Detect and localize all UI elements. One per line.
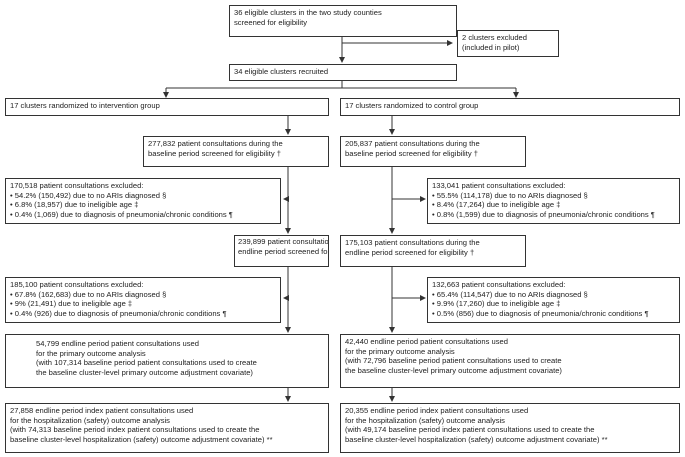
ctl-baseline-excluded-line-4: • 0.8% (1,599) due to diagnosis of pneum… xyxy=(432,209,655,219)
eligible-line-1: 36 eligible clusters in the two study co… xyxy=(234,8,382,17)
int-baseline-excluded-line-3: • 6.8% (18,957) due to ineligible age ‡ xyxy=(10,200,139,210)
ctl-primary-line-4: the baseline cluster-level primary outco… xyxy=(345,365,562,375)
control-randomized-line: 17 clusters randomized to control group xyxy=(345,101,479,110)
excluded-pilot-box: 2 clusters excluded (included in pilot) xyxy=(457,30,559,57)
excluded-pilot-line-1: 2 clusters excluded xyxy=(462,33,528,42)
ctl-primary-line-1: 42,440 endline period patient consultati… xyxy=(345,337,508,346)
int-safety-line-2: for the hospitalization (safety) outcome… xyxy=(10,415,170,425)
ctl-baseline-excluded-line-1: 133,041 patient consultations excluded: xyxy=(432,181,566,190)
ctl-endline-excluded-line-1: 132,663 patient consultations excluded: xyxy=(432,280,566,289)
ctl-baseline-excluded-line-2: • 55.5% (114,178) due to no ARIs diagnos… xyxy=(432,190,588,200)
ctl-baseline-excluded-line-3: • 8.4% (17,264) due to ineligible age ‡ xyxy=(432,200,561,210)
ctl-primary-line-2: for the primary outcome analysis xyxy=(345,346,455,356)
int-baseline-excluded-line-2: • 54.2% (150,492) due to no ARIs diagnos… xyxy=(10,190,167,200)
intervention-randomized-line: 17 clusters randomized to intervention g… xyxy=(10,101,160,110)
recruited-clusters-box: 34 eligible clusters recruited xyxy=(229,64,457,81)
control-baseline-excluded-box: 133,041 patient consultations excluded: … xyxy=(427,178,680,224)
ctl-endline-excluded-line-2: • 65.4% (114,547) due to no ARIs diagnos… xyxy=(432,289,588,299)
intervention-baseline-excluded-box: 170,518 patient consultations excluded: … xyxy=(5,178,281,224)
int-baseline-excluded-line-4: • 0.4% (1,069) due to diagnosis of pneum… xyxy=(10,209,233,219)
int-baseline-screened-line-1: 277,832 patient consultations during the xyxy=(148,139,283,148)
eligible-line-2: screened for eligibility xyxy=(234,17,308,27)
int-safety-line-4: baseline cluster-level hospitalization (… xyxy=(10,434,273,444)
intervention-baseline-screened-box: 277,832 patient consultations during the… xyxy=(143,136,329,167)
int-primary-line-3: (with 107,314 baseline period patient co… xyxy=(36,358,257,368)
int-endline-excluded-line-4: • 0.4% (926) due to diagnosis of pneumon… xyxy=(10,308,227,318)
int-endline-screened-line-1: 239,899 patient consultations during the xyxy=(238,237,329,246)
int-baseline-screened-line-2: baseline period screened for eligibility… xyxy=(148,148,281,158)
ctl-endline-excluded-line-3: • 9.9% (17,260) due to ineligible age ‡ xyxy=(432,299,561,309)
ctl-safety-line-3: (with 49,174 baseline period index patie… xyxy=(345,425,595,435)
intervention-safety-outcome-box: 27,858 endline period index patient cons… xyxy=(5,403,329,453)
control-safety-outcome-box: 20,355 endline period index patient cons… xyxy=(340,403,680,453)
intervention-primary-outcome-box: 54,799 endline period patient consultati… xyxy=(5,334,329,388)
ctl-safety-line-1: 20,355 endline period index patient cons… xyxy=(345,406,529,415)
int-primary-line-2: for the primary outcome analysis xyxy=(36,348,146,358)
ctl-safety-line-2: for the hospitalization (safety) outcome… xyxy=(345,415,505,425)
eligible-clusters-box: 36 eligible clusters in the two study co… xyxy=(229,5,457,37)
ctl-endline-screened-line-2: endline period screened for eligibility … xyxy=(345,247,475,257)
control-baseline-screened-box: 205,837 patient consultations during the… xyxy=(340,136,526,167)
control-randomized-box: 17 clusters randomized to control group xyxy=(340,98,680,116)
intervention-endline-excluded-box: 185,100 patient consultations excluded: … xyxy=(5,277,281,323)
int-baseline-excluded-line-1: 170,518 patient consultations excluded: xyxy=(10,181,144,190)
ctl-baseline-screened-line-1: 205,837 patient consultations during the xyxy=(345,139,480,148)
control-endline-screened-box: 175,103 patient consultations during the… xyxy=(340,235,526,267)
int-endline-excluded-line-1: 185,100 patient consultations excluded: xyxy=(10,280,144,289)
excluded-pilot-line-2: (included in pilot) xyxy=(462,42,520,52)
recruited-line-1: 34 eligible clusters recruited xyxy=(234,67,329,76)
int-safety-line-1: 27,858 endline period index patient cons… xyxy=(10,406,194,415)
ctl-endline-excluded-line-4: • 0.5% (856) due to diagnosis of pneumon… xyxy=(432,308,649,318)
ctl-baseline-screened-line-2: baseline period screened for eligibility… xyxy=(345,148,478,158)
control-endline-excluded-box: 132,663 patient consultations excluded: … xyxy=(427,277,680,323)
ctl-safety-line-4: baseline cluster-level hospitalization (… xyxy=(345,434,608,444)
intervention-randomized-box: 17 clusters randomized to intervention g… xyxy=(5,98,329,116)
int-primary-line-1: 54,799 endline period patient consultati… xyxy=(36,339,199,348)
int-endline-screened-line-2: endline period screened for eligibility … xyxy=(238,246,328,256)
control-primary-outcome-box: 42,440 endline period patient consultati… xyxy=(340,334,680,388)
ctl-primary-line-3: (with 72,796 baseline period patient con… xyxy=(345,356,562,366)
int-safety-line-3: (with 74,313 baseline period index patie… xyxy=(10,425,260,435)
int-endline-excluded-line-2: • 67.8% (162,683) due to no ARIs diagnos… xyxy=(10,289,167,299)
int-primary-line-4: the baseline cluster-level primary outco… xyxy=(36,367,253,377)
intervention-endline-screened-box: 239,899 patient consultations during the… xyxy=(234,235,329,267)
int-endline-excluded-line-3: • 9% (21,491) due to ineligible age ‡ xyxy=(10,299,133,309)
ctl-endline-screened-line-1: 175,103 patient consultations during the xyxy=(345,238,480,247)
